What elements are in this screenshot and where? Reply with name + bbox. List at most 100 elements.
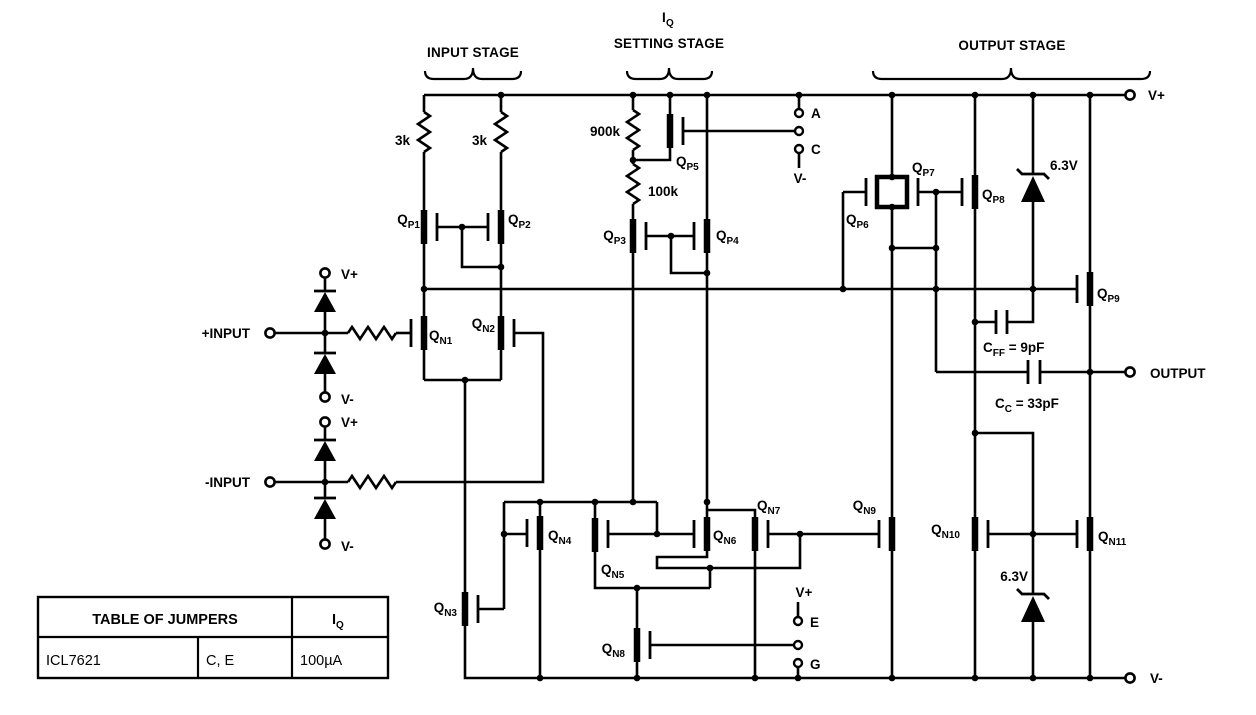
pos-prot-diode1	[314, 292, 336, 312]
pos-prot-vplus-terminal	[319, 267, 331, 279]
jumper-g-label: G	[810, 657, 821, 672]
zener-top-label: 6.3V	[1050, 158, 1078, 173]
output-stage-title: OUTPUT STAGE	[958, 38, 1065, 53]
eg-vplus-label: V+	[796, 585, 813, 600]
jumper-pin-e	[792, 615, 804, 627]
table-device-cell: ICL7621	[46, 653, 101, 669]
resistor-100k-label: 100k	[648, 184, 679, 199]
jumper-a-label: A	[811, 106, 821, 121]
neg-prot-diode1	[314, 441, 336, 461]
qp8-label: QP8	[982, 187, 1005, 206]
cff-wires	[975, 289, 1035, 324]
v-minus-label: V-	[1150, 671, 1163, 686]
zener-top-diode	[1021, 176, 1045, 202]
qn1-label: QN1	[429, 328, 453, 347]
output-stage: QP6 QP7 QP8 6.3V QP9 QN11 CFF = 9pF CC =…	[841, 95, 1206, 678]
qp4-label: QP4	[716, 228, 739, 247]
resistor-3k-right-label: 3k	[472, 133, 488, 148]
input-stage-title: INPUT STAGE	[427, 45, 519, 60]
qn8-label: QN8	[602, 641, 626, 660]
zener-top-bar	[1016, 168, 1050, 180]
qp2-label: QP2	[508, 212, 531, 231]
pos-prot-vminus-label: V-	[341, 392, 354, 407]
neg-input-terminal	[264, 476, 276, 488]
pos-prot-diode2	[314, 354, 336, 374]
table-current-cell: 100µA	[300, 653, 343, 669]
input-stage-brace	[423, 67, 523, 81]
qp6-qp7-wires	[841, 95, 962, 372]
output-stage-brace	[871, 67, 1152, 81]
iq-setting-stage: 900k 100k QP3 QP5 QP4 A C V-	[590, 95, 821, 517]
qp3-qp4-gate-tie	[646, 234, 707, 275]
zener-bottom-bar	[1016, 588, 1050, 600]
qp3-label: QP3	[603, 228, 626, 247]
qn7-label: QN7	[757, 498, 781, 517]
v-minus-terminal	[1124, 672, 1136, 684]
qn7-wire	[707, 508, 757, 678]
table-iq-header: IQ	[332, 612, 344, 631]
cff-label: CFF = 9pF	[983, 340, 1044, 359]
input-protection: +INPUT V+ V- -INPUT V+ V-	[202, 267, 545, 554]
qn8-wire	[635, 588, 794, 678]
setting-stage-brace	[625, 67, 714, 81]
qp1-qp2-gate-tie	[437, 225, 501, 269]
zener-bottom-label: 6.3V	[1000, 569, 1028, 584]
stage-titles: INPUT STAGE IQ SETTING STAGE OUTPUT STAG…	[423, 10, 1152, 81]
qn10-label: QN10	[931, 522, 960, 541]
input-stage: 3k QP1 3k QP2 QN1 QN2	[395, 95, 531, 592]
jumper-pin-a	[793, 107, 805, 119]
resistor-900k	[624, 108, 642, 152]
pos-prot-vplus-label: V+	[341, 267, 358, 282]
qn5-label: QN5	[601, 562, 625, 581]
neg-prot-vminus-label: V-	[341, 539, 354, 554]
qp9-label: QP9	[1097, 286, 1120, 305]
neg-input-label: -INPUT	[205, 475, 251, 490]
cc-label: CC = 33pF	[995, 396, 1059, 415]
jumper-c-label: C	[811, 142, 821, 157]
qp5-label: QP5	[676, 154, 699, 173]
ac-vminus-label: V-	[794, 171, 807, 186]
jumper-pin-c	[793, 143, 805, 155]
resistor-100k	[624, 162, 642, 206]
qp1-label: QP1	[397, 212, 420, 231]
qn10-wires	[973, 431, 1035, 678]
neg-prot-vminus-terminal	[319, 538, 331, 550]
qn9-label: QN9	[853, 498, 877, 517]
qn3-label: QN3	[434, 600, 458, 619]
qn4-label: QN4	[548, 528, 572, 547]
neg-prot-vplus-label: V+	[341, 415, 358, 430]
neg-input-gate-wire	[396, 331, 545, 484]
table-header: TABLE OF JUMPERS	[92, 612, 238, 628]
qn6-label: QN6	[713, 528, 737, 547]
qp6-label: QP6	[846, 212, 869, 231]
qp6-qp7-channel-box	[874, 174, 910, 210]
table-jumpers-cell: C, E	[206, 653, 235, 669]
qp5-wire	[633, 95, 672, 162]
neg-input-resistor	[346, 473, 398, 491]
qn11-label: QN11	[1098, 529, 1127, 548]
power-rails: V+ V-	[424, 88, 1165, 686]
pos-prot-vminus-terminal	[319, 391, 331, 403]
qn2-label: QN2	[472, 316, 496, 335]
output-terminal	[1124, 366, 1136, 378]
jumper-pin-eg-mid	[792, 639, 804, 651]
setting-stage-title: SETTING STAGE	[614, 36, 724, 51]
v-plus-label: V+	[1148, 88, 1165, 103]
v-minus-rail	[463, 626, 1125, 680]
resistor-3k-left	[415, 110, 433, 154]
qp7-label: QP7	[912, 160, 935, 179]
pos-input-resistor	[346, 324, 398, 342]
zener-bottom-diode	[1021, 596, 1045, 622]
resistor-3k-left-label: 3k	[395, 133, 411, 148]
junction-dots	[321, 91, 1094, 682]
jumper-pin-ac-mid	[793, 125, 805, 137]
pos-input-label: +INPUT	[202, 326, 251, 341]
mirror-gate-wires	[478, 500, 694, 611]
jumper-e-label: E	[810, 615, 819, 630]
neg-prot-diode2	[314, 499, 336, 519]
mirror-stage: QN3 QN4 QN5 QN6 QN7 QN8 QN9 V+	[434, 248, 896, 678]
output-label: OUTPUT	[1150, 366, 1206, 381]
jumper-pin-g	[792, 657, 804, 669]
